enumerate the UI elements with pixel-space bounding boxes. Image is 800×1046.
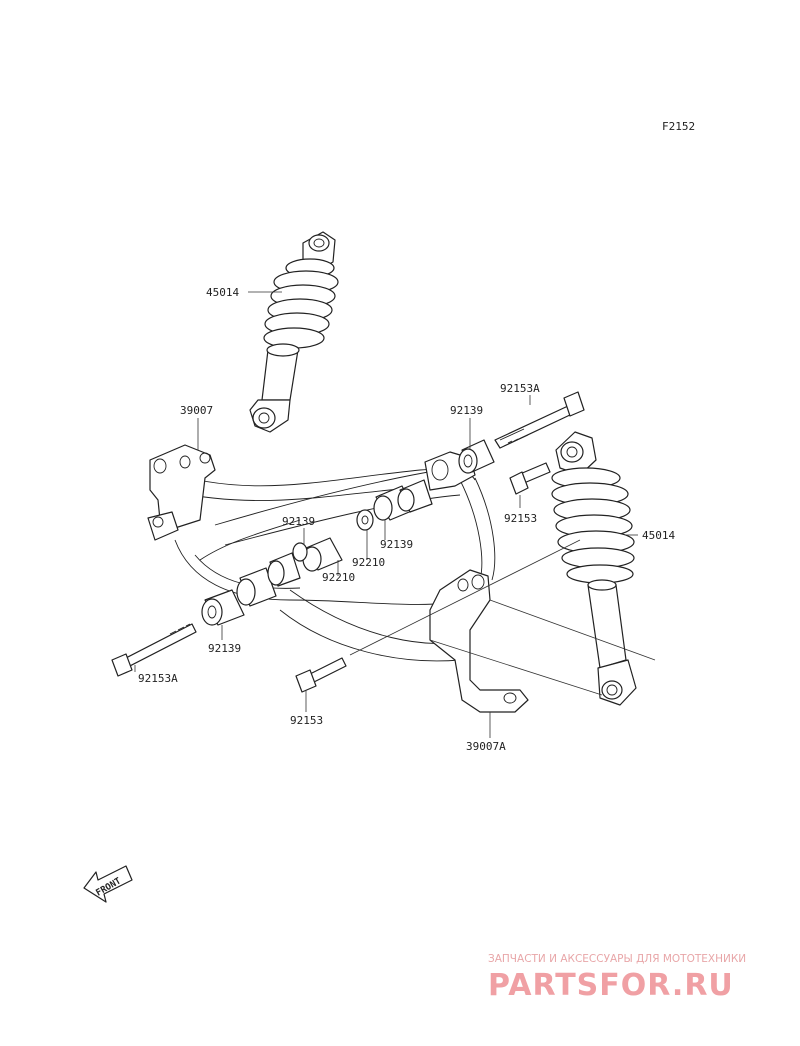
a-arm-assembly [147,444,529,713]
callout-arm-left: 39007 [180,404,213,417]
callout-bolt-bottom: 92153 [290,714,323,727]
front-arrow-marker: FRONT [83,865,133,903]
callout-bushing-mid-center: 92139 [282,515,315,528]
callout-collar-lower: 92210 [322,571,355,584]
bolts [111,391,585,693]
callout-bushing-left: 92139 [208,642,241,655]
bushing-set [201,439,495,626]
figure-code: F2152 [662,120,695,133]
shock-absorber-right [551,431,637,706]
callout-bolt-top: 92153 [504,512,537,525]
callout-bushing-top-right: 92139 [450,404,483,417]
watermark-tagline: ЗАПЧАСТИ И АКСЕССУАРЫ ДЛЯ МОТОТЕХНИКИ [488,953,746,965]
callout-shock-right: 45014 [642,529,675,542]
callout-bolt-a-top: 92153A [500,382,540,395]
leader-lines [134,291,656,738]
callout-collar-upper: 92210 [352,556,385,569]
watermark-brand: PARTSFOR.RU [488,968,734,1003]
callout-arm-right: 39007A [466,740,506,753]
shock-absorber-top [249,231,339,433]
callout-labels: 45014 39007 92153A 92139 92153 45014 921… [138,286,675,753]
watermark: ЗАПЧАСТИ И АКСЕССУАРЫ ДЛЯ МОТОТЕХНИКИ PA… [488,953,746,1003]
callout-shock-top: 45014 [206,286,239,299]
callout-bolt-a-bottom: 92153A [138,672,178,685]
callout-bushing-mid-upper: 92139 [380,538,413,551]
